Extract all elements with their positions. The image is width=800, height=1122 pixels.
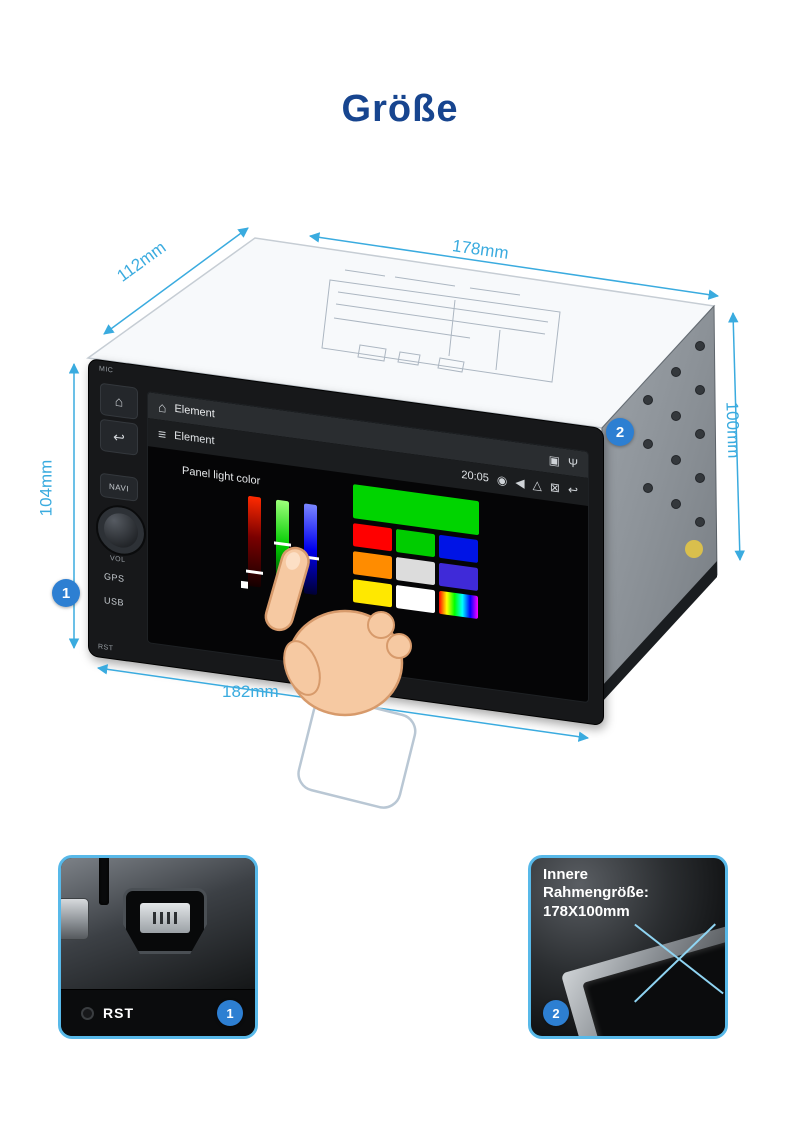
home-icon: ⌂ (158, 398, 167, 416)
stereo-front-panel: MIC ⌂ ↩ NAVI VOL GPS USB RST ⌂ Element ▣… (88, 358, 604, 727)
reset-hole (81, 1006, 94, 1020)
home-button: ⌂ (100, 382, 138, 420)
green-slider (274, 499, 291, 592)
gallery-icon: ▣ (548, 452, 560, 469)
swatch (353, 551, 392, 580)
volume-knob (96, 502, 146, 559)
device-side-base (602, 561, 717, 702)
swatch (396, 528, 435, 558)
callout-badge-2: 2 (606, 418, 634, 446)
back-button: ↩ (100, 418, 138, 456)
dimension-label-width-bottom: 182mm (222, 682, 279, 701)
slider-tick (246, 569, 263, 575)
camera-icon: ◉ (496, 472, 508, 489)
swatch (396, 584, 435, 614)
inset-usb-closeup: RST 1 (58, 855, 258, 1039)
sd-card-slot (99, 858, 109, 905)
menu-icon: ≡ (158, 425, 167, 443)
dimension-label-height-right: 100mm (722, 401, 744, 459)
dimension-label-height-left: 104mm (36, 459, 56, 517)
swatch-rainbow (439, 590, 478, 620)
side-sticker (685, 540, 703, 558)
mini-usb-port (123, 888, 207, 954)
usb-pin (160, 912, 163, 924)
inner-frame-line-1: Innere (543, 866, 589, 883)
slider-tick (302, 555, 319, 561)
dimension-label-width-top: 178mm (451, 236, 510, 263)
color-swatch-grid (353, 484, 485, 620)
inner-frame-line-2: Rahmengröße: (543, 884, 649, 902)
swatch (353, 523, 392, 552)
swatch (353, 579, 392, 608)
inset-badge-1: 1 (217, 1000, 243, 1026)
color-sliders (241, 495, 319, 596)
return-icon: ↩ (567, 482, 578, 498)
statusbar-icons: ▣ Ψ (548, 452, 578, 471)
swatch (439, 534, 478, 564)
side-vent-holes (643, 341, 705, 527)
close-icon: ⊠ (549, 479, 560, 496)
inset-frame-closeup: Innere Rahmengröße: 178X100mm 2 (528, 855, 728, 1039)
device-side-panel (601, 304, 718, 702)
sleeve (297, 696, 417, 809)
swatch (439, 562, 478, 592)
clock: 20:05 (461, 468, 489, 485)
panel-button-strip: MIC ⌂ ↩ NAVI VOL GPS USB RST (89, 359, 147, 663)
vol-label: VOL (110, 554, 126, 565)
swatch (396, 556, 435, 586)
inner-frame-line-3: 178X100mm (543, 902, 630, 920)
dimension-label-depth: 112mm (113, 237, 170, 286)
back-icon: ↩ (113, 428, 125, 447)
usb-pin (174, 912, 177, 924)
usb-pin (153, 912, 156, 924)
device-side-shade (602, 306, 717, 700)
frame-opening (582, 934, 725, 1036)
navi-button: NAVI (100, 472, 138, 502)
slider-handle (241, 580, 248, 589)
usb-icon: Ψ (567, 455, 578, 471)
rst-label: RST (98, 643, 114, 653)
blue-slider (302, 503, 319, 596)
gps-label: GPS (104, 571, 125, 584)
slider-tick (274, 541, 291, 547)
rst-inset-label: RST (103, 1005, 134, 1021)
page-title: Größe (341, 88, 459, 130)
stereo-touchscreen: ⌂ Element ▣ Ψ ≡ Element 20:05 ◉ ◀ △ ⊠ ↩ (147, 391, 589, 704)
speaker-icon: ◀ (515, 475, 525, 491)
metal-clip (61, 898, 89, 940)
mic-label: MIC (99, 365, 114, 375)
eject-icon: △ (532, 477, 542, 493)
red-slider (241, 495, 263, 589)
usb-port-photo (61, 858, 255, 990)
home-icon: ⌂ (114, 392, 124, 410)
statusbar-app-name: Element (174, 402, 215, 421)
inset-badge-2: 2 (543, 1000, 569, 1026)
appbar-title: Element (174, 429, 215, 448)
circuit-print-icon (321, 269, 561, 383)
usb-port-contacts (140, 903, 190, 933)
callout-badge-1: 1 (52, 579, 80, 607)
inner-frame-size-text: Innere Rahmengröße: 178X100mm (543, 866, 649, 921)
panel-light-color-label: Panel light color (182, 464, 261, 488)
usb-label: USB (104, 595, 125, 608)
usb-pin (167, 912, 170, 924)
